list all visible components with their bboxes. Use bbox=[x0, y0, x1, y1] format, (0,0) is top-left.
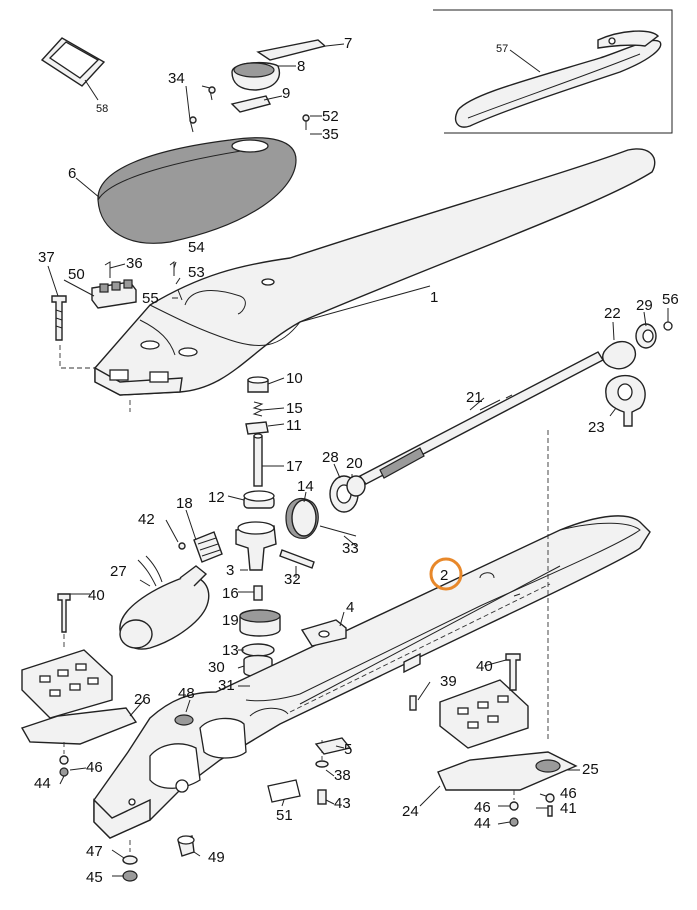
label-11: 11 bbox=[286, 417, 302, 434]
label-30: 30 bbox=[208, 659, 225, 676]
label-57: 57 bbox=[496, 43, 508, 55]
label-40-right: 40 bbox=[476, 658, 493, 675]
label-58: 58 bbox=[96, 103, 108, 115]
gear-parts bbox=[235, 376, 366, 571]
label-51: 51 bbox=[276, 807, 293, 824]
label-8: 8 bbox=[297, 58, 305, 75]
label-15: 15 bbox=[286, 400, 303, 417]
label-54: 54 bbox=[188, 239, 205, 256]
label-22: 22 bbox=[604, 305, 621, 322]
label-41: 41 bbox=[560, 800, 577, 817]
label-40-left: 40 bbox=[88, 587, 105, 604]
main-housing bbox=[59, 148, 656, 412]
label-14: 14 bbox=[297, 478, 314, 495]
label-32: 32 bbox=[284, 571, 301, 588]
label-20: 20 bbox=[346, 455, 363, 472]
label-25: 25 bbox=[582, 761, 599, 778]
label-18: 18 bbox=[176, 495, 193, 512]
label-38: 38 bbox=[334, 767, 351, 784]
label-23: 23 bbox=[588, 419, 605, 436]
label-45: 45 bbox=[86, 869, 103, 886]
part-labels: 7 8 9 34 58 52 35 6 37 36 54 53 50 55 1 … bbox=[34, 35, 679, 886]
label-5: 5 bbox=[344, 741, 352, 758]
bottom-small-parts bbox=[122, 695, 417, 882]
left-bracket bbox=[20, 593, 138, 777]
label-12: 12 bbox=[208, 489, 225, 506]
label-26: 26 bbox=[134, 691, 151, 708]
label-44-left: 44 bbox=[34, 775, 51, 792]
label-28: 28 bbox=[322, 449, 339, 466]
right-bracket bbox=[437, 430, 578, 827]
label-17: 17 bbox=[286, 458, 303, 475]
motor-parts bbox=[119, 531, 223, 650]
label-56: 56 bbox=[662, 291, 679, 308]
label-52: 52 bbox=[322, 108, 339, 125]
label-31: 31 bbox=[218, 677, 235, 694]
label-46-far-right: 46 bbox=[560, 785, 577, 802]
label-33: 33 bbox=[342, 540, 359, 557]
label-16: 16 bbox=[222, 585, 239, 602]
leader-lines bbox=[47, 43, 669, 877]
label-34: 34 bbox=[168, 70, 185, 87]
label-36: 36 bbox=[126, 255, 143, 272]
label-50: 50 bbox=[68, 266, 85, 283]
label-27: 27 bbox=[110, 563, 127, 580]
label-13: 13 bbox=[222, 642, 239, 659]
highlight-ring bbox=[429, 557, 463, 591]
label-46-left: 46 bbox=[86, 759, 103, 776]
label-7: 7 bbox=[344, 35, 352, 52]
inset-box: 57 bbox=[433, 9, 673, 134]
label-24: 24 bbox=[402, 803, 419, 820]
terminal-and-screws bbox=[51, 261, 183, 341]
label-19: 19 bbox=[222, 612, 239, 629]
top-cover-parts bbox=[40, 37, 327, 244]
label-9: 9 bbox=[282, 85, 290, 102]
label-37: 37 bbox=[38, 249, 55, 266]
label-4: 4 bbox=[346, 599, 354, 616]
label-3: 3 bbox=[226, 562, 234, 579]
label-35: 35 bbox=[322, 126, 339, 143]
label-43: 43 bbox=[334, 795, 351, 812]
label-29: 29 bbox=[636, 297, 653, 314]
label-21: 21 bbox=[466, 389, 483, 406]
main-base bbox=[93, 515, 651, 839]
label-6: 6 bbox=[68, 165, 76, 182]
label-48: 48 bbox=[178, 685, 195, 702]
label-44-right: 44 bbox=[474, 815, 491, 832]
label-47: 47 bbox=[86, 843, 103, 860]
label-1: 1 bbox=[430, 289, 438, 306]
label-10: 10 bbox=[286, 370, 303, 387]
label-49: 49 bbox=[208, 849, 225, 866]
label-46-right: 46 bbox=[474, 799, 491, 816]
label-39: 39 bbox=[440, 673, 457, 690]
label-53: 53 bbox=[188, 264, 205, 281]
worm-shaft bbox=[358, 321, 673, 485]
label-42: 42 bbox=[138, 511, 155, 528]
label-55: 55 bbox=[142, 290, 159, 307]
label-2: 2 bbox=[440, 567, 448, 584]
